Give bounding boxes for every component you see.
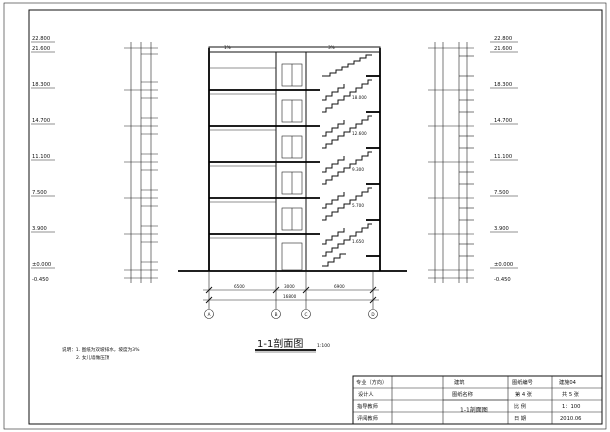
tb-r4-c5: 2010.06 [560,416,581,422]
floor-mark-3: 9.300 [352,167,364,172]
elev-left-3: 18.300 [32,82,50,88]
title-block-table: 专业（方向） 建筑 图纸编号 建施04 设计人 图纸名称 第 4 张 共 5 张… [352,375,603,425]
tb-r2-c1: 设计人 [358,390,374,398]
elev-right-3: 18.300 [494,82,512,88]
elev-right-1: 22.800 [494,36,512,42]
drawing-title-block: 1-1剖面图 1:100 [255,337,330,353]
elev-right-5: 11.100 [494,154,512,160]
floor-mark-5: 1.650 [352,239,364,244]
tb-r1-c4: 图纸编号 [512,378,533,386]
roof-note-right: 3% [328,45,335,50]
drawing-title: 1-1剖面图 [257,337,303,350]
elev-right-7: 3.900 [494,226,509,232]
inner-border [28,9,603,425]
floor-mark-1: 18.000 [352,95,367,100]
axis-bubble-a [204,309,214,319]
note-line-2: 2. 女儿墙做压顶 [76,354,110,361]
elev-right-6: 7.500 [494,190,509,196]
tb-r1-c1: 专业（方向） [356,378,387,386]
span-dim-1: 6500 [234,284,245,289]
drawing-scale: 1:100 [317,343,330,349]
tb-r2-c3: 图纸名称 [452,390,473,398]
axis-label-c: C [305,312,308,317]
notes: 说明：1. 图纸为双坡排水，坡度为3% 2. 女儿墙做压顶 [62,346,140,361]
tb-r1-c3: 建筑 [454,378,465,386]
tb-r3-c5: 1：100 [562,404,580,410]
floor-mark-4: 5.700 [352,203,364,208]
left-dimension-column [124,42,158,283]
elev-right-9: -0.450 [494,277,511,283]
span-dim-3: 6900 [334,284,345,289]
building-section [178,46,407,272]
tb-r2-c5: 共 5 张 [562,390,580,398]
axis-bubble-d [368,309,378,319]
axis-label-a: A [208,312,211,317]
elev-left-5: 11.100 [32,154,50,160]
elev-left-9: -0.450 [32,277,49,283]
tb-r1-c5: 建施04 [559,378,577,386]
elev-left-4: 14.700 [32,118,50,124]
span-dim-2: 3000 [284,284,295,289]
tb-r3-c1: 指导教师 [357,402,378,410]
tb-r4-c4: 日 期 [514,415,526,422]
outer-border [3,2,607,430]
roof-slab [208,46,381,53]
axis-bubble-b [271,309,281,319]
tb-r2-c4: 第 4 张 [515,390,533,398]
tb-r4-c1: 评阅教师 [357,414,378,422]
elev-right-2: 21.600 [494,46,512,52]
door-ground [281,242,303,271]
elev-left-8: ±0.000 [32,262,51,268]
axis-bubble-c [301,309,311,319]
tb-r3-c4: 比 例 [514,402,526,410]
axis-label-d: D [371,312,374,317]
elev-left-2: 21.600 [32,46,50,52]
staircase [322,54,380,267]
floor-mark-2: 12.600 [352,131,367,136]
axis-label-b: B [275,312,278,317]
floor-marks: 18.000 12.600 9.300 5.700 1.650 1% 3% [224,45,367,244]
elev-right-4: 14.700 [494,118,512,124]
left-elevation-marks: 22.800 21.600 18.300 14.700 11.100 7.500… [31,36,55,283]
right-dimension-column [428,42,474,283]
elev-right-8: ±0.000 [494,262,513,268]
elev-left-7: 3.900 [32,226,47,232]
total-span: 16800 [283,294,297,299]
right-elevation-marks: 22.800 21.600 18.300 14.700 11.100 7.500… [490,36,518,283]
elev-left-1: 22.800 [32,36,50,42]
roof-note-left: 1% [224,45,231,50]
bottom-dimensions: 6500 3000 6900 16800 A B C D [203,271,379,319]
elev-left-6: 7.500 [32,190,47,196]
tb-drawing-name: 1-1剖面图 [460,406,488,414]
note-line-1: 说明：1. 图纸为双坡排水，坡度为3% [62,346,140,353]
